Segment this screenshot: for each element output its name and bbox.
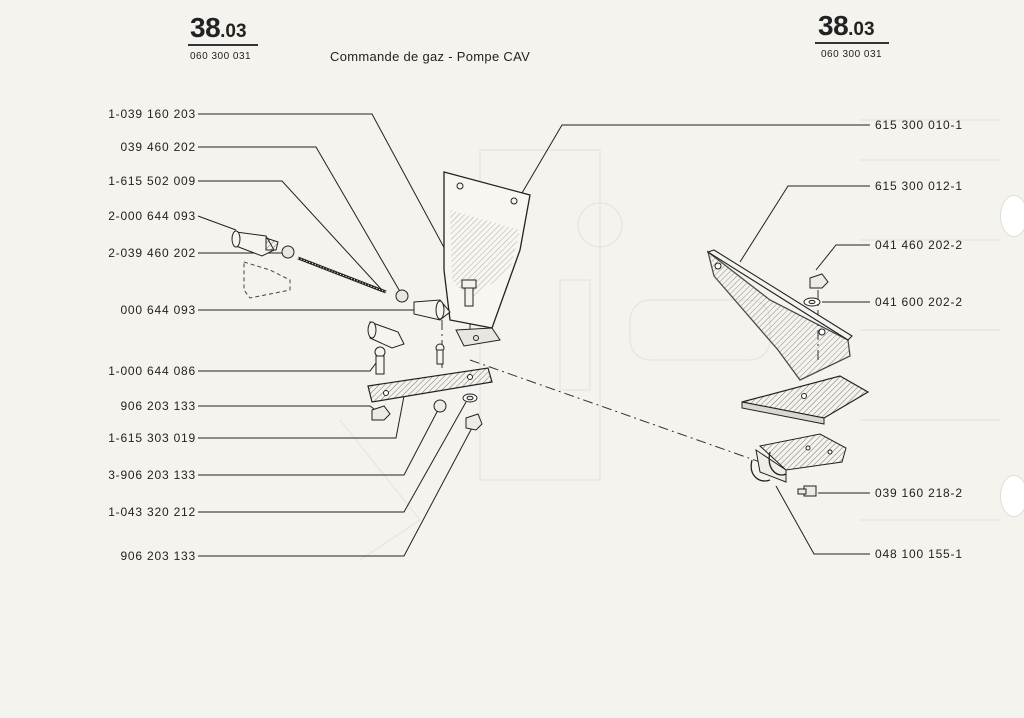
leader-lines-left <box>197 113 475 557</box>
part-label: 1-000 644 086 <box>108 364 196 378</box>
part-label: 906 203 133 <box>120 399 196 413</box>
part-label: 3-906 203 133 <box>108 468 196 482</box>
part-label: 039 160 218-2 <box>875 486 963 500</box>
section-rule-right <box>815 42 889 44</box>
threaded-rod <box>297 256 387 294</box>
part-label: 906 203 133 <box>120 549 196 563</box>
part-label: 041 460 202-2 <box>875 238 963 252</box>
section-main-right: 38 <box>818 10 849 41</box>
bleed-through <box>339 119 1000 561</box>
part-label: 1-043 320 212 <box>108 505 196 519</box>
part-label: 615 300 010-1 <box>875 118 963 132</box>
section-main-left: 38 <box>190 12 221 43</box>
ball-joint-socket-2 <box>395 289 451 321</box>
phantom-link <box>243 261 291 299</box>
clamp-bracket <box>750 433 847 483</box>
page-title: Commande de gaz - Pompe CAV <box>330 49 531 64</box>
section-rule-left <box>188 44 258 46</box>
part-label: 039 460 202 <box>120 140 196 154</box>
part-label: 615 300 012-1 <box>875 179 963 193</box>
small-bolt <box>797 485 817 497</box>
part-label: 048 100 155-1 <box>875 547 963 561</box>
bolt-part <box>461 279 477 307</box>
binder-hole <box>1000 475 1024 517</box>
vertical-bracket <box>443 171 531 347</box>
ball-joint-socket <box>231 230 295 259</box>
section-code-left: 060 300 031 <box>190 51 252 62</box>
part-label: 000 644 093 <box>120 303 196 317</box>
section-sub-left: .03 <box>220 21 247 42</box>
part-label: 1-039 160 203 <box>108 107 196 121</box>
part-label: 2-000 644 093 <box>108 209 196 223</box>
right-bracket <box>706 249 870 425</box>
part-label: 1-615 303 019 <box>108 431 196 445</box>
section-sub-right: .03 <box>848 19 875 40</box>
part-label: 041 600 202-2 <box>875 295 963 309</box>
part-label: 1-615 502 009 <box>108 174 196 188</box>
nut-washer-right <box>803 273 829 307</box>
section-number-right: 38.03 <box>818 10 875 42</box>
binder-hole <box>1000 195 1024 237</box>
section-number-left: 38.03 <box>190 12 247 44</box>
part-label: 2-039 460 202 <box>108 246 196 260</box>
ball-joint-part <box>367 321 445 375</box>
lever-plate <box>367 367 493 403</box>
leader-lines-right <box>521 124 870 555</box>
section-code-right: 060 300 031 <box>821 49 883 60</box>
nuts-washers <box>371 393 483 431</box>
